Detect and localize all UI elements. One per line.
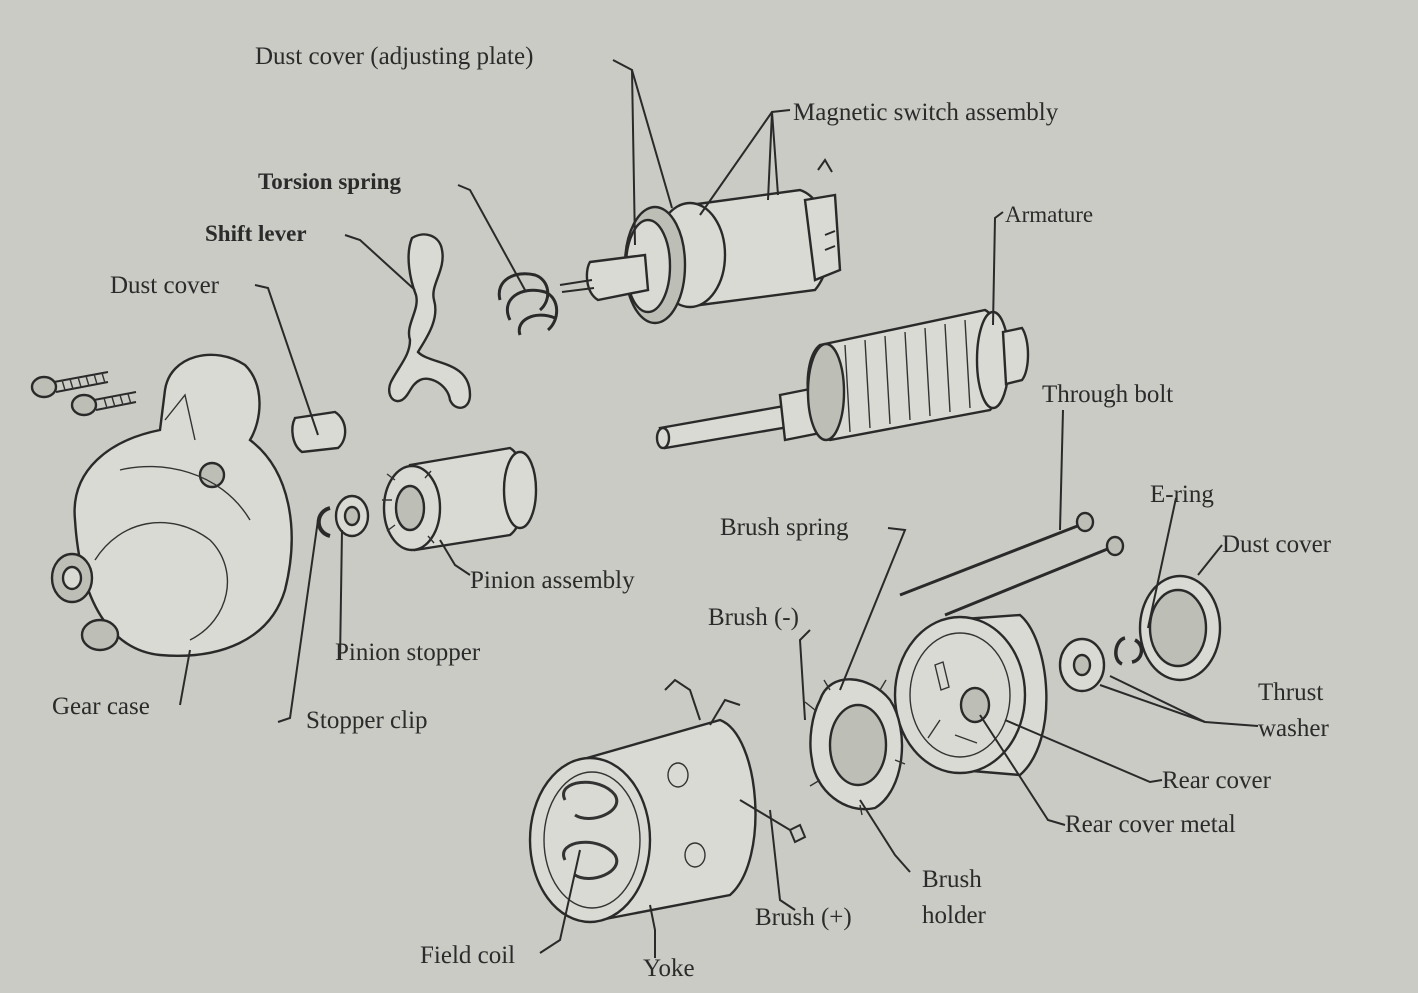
label-magnetic-switch-assembly: Magnetic switch assembly [793,99,1059,126]
through-bolts-part [899,511,1125,617]
label-dust-cover-rear: Dust cover [1222,531,1331,558]
label-thrust-washer-2: washer [1258,715,1329,742]
label-yoke: Yoke [643,955,695,982]
label-brush-plus: Brush (+) [755,904,852,931]
label-stopper-clip: Stopper clip [306,707,428,734]
label-shift-lever: Shift lever [205,221,307,246]
label-through-bolt: Through bolt [1042,381,1174,408]
label-brush-holder-2: holder [922,902,986,929]
label-field-coil: Field coil [420,942,516,969]
gear-case-part [50,353,293,657]
label-brush-spring: Brush spring [720,514,849,541]
label-rear-cover-metal: Rear cover metal [1065,811,1236,838]
torsion-spring-part [497,272,559,336]
thrust-washer-part [1058,637,1106,693]
dust-cover-rear-part [1138,574,1222,682]
pinion-stopper-part [334,494,370,538]
label-pinion-stopper: Pinion stopper [335,639,481,666]
magnetic-switch-part [559,158,842,325]
label-dust-cover-front: Dust cover [110,272,219,299]
stopper-clip-part [316,506,331,538]
label-pinion-assembly: Pinion assembly [470,567,635,594]
rear-cover-part [893,613,1048,777]
leader-lines [179,59,1259,958]
dust-cover-front-part [291,410,347,454]
label-armature: Armature [1005,202,1094,227]
yoke-part [528,678,807,924]
screws-part [30,371,137,417]
armature-part [655,308,1030,450]
label-torsion-spring: Torsion spring [258,169,401,194]
label-brush-holder-1: Brush [922,866,982,893]
field-coil-part [562,780,619,880]
label-gear-case: Gear case [52,693,150,720]
brush-holder-part [804,678,906,816]
label-dust-cover-adjusting-plate: Dust cover (adjusting plate) [255,43,534,70]
label-thrust-washer-1: Thrust [1258,679,1324,706]
label-brush-minus: Brush (-) [708,604,799,631]
label-rear-cover: Rear cover [1162,767,1271,794]
pinion-assembly-part [382,446,538,552]
e-ring-part [1114,636,1144,666]
shift-lever-part [388,233,472,409]
label-e-ring: E-ring [1150,481,1214,508]
